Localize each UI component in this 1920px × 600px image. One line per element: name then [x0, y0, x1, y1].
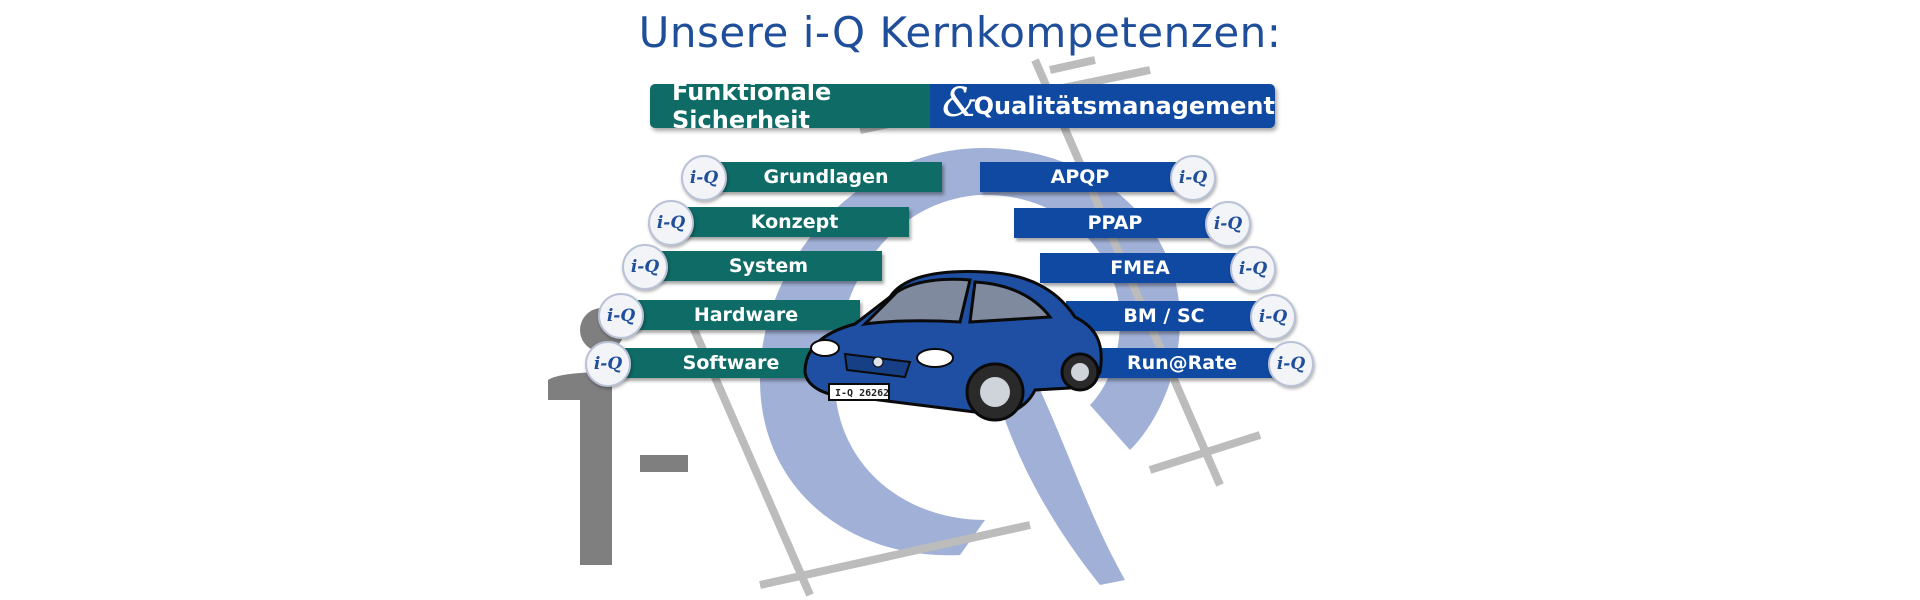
car-windshield — [860, 277, 972, 327]
watermark-q-ring — [760, 147, 1180, 556]
car-hub-front — [980, 377, 1010, 407]
iq-logo-icon: i-Q — [1205, 201, 1251, 247]
banner-functional-safety: Funktionale Sicherheit — [650, 84, 930, 128]
item-fmea[interactable]: FMEA — [1040, 253, 1240, 283]
item-grundlagen[interactable]: Grundlagen — [710, 162, 942, 192]
iq-logo-icon: i-Q — [1250, 294, 1296, 340]
car-illustration — [803, 270, 1103, 422]
logo-mark: i-Q — [1213, 214, 1243, 234]
watermark-i-stem — [580, 380, 612, 565]
item-label: Hardware — [693, 304, 799, 326]
item-run-at-rate[interactable]: Run@Rate — [1084, 348, 1280, 378]
logo-mark: i-Q — [630, 257, 660, 277]
iq-logo-icon: i-Q — [598, 293, 644, 339]
item-label: Grundlagen — [763, 166, 889, 188]
item-ppap[interactable]: PPAP — [1014, 208, 1216, 238]
car-emblem — [872, 356, 884, 368]
item-label: Software — [682, 352, 780, 374]
item-label: PPAP — [1087, 212, 1143, 234]
item-label: Konzept — [750, 211, 839, 233]
banner-ampersand: & — [942, 80, 978, 126]
car-side-window — [968, 280, 1053, 324]
car-hub-rear — [1071, 363, 1089, 381]
license-plate — [828, 383, 890, 401]
car-headlight-right — [916, 348, 954, 368]
iq-logo-icon: i-Q — [585, 341, 631, 387]
logo-mark: i-Q — [1238, 259, 1268, 279]
iq-logo-icon: i-Q — [648, 200, 694, 246]
car-headlight-left — [810, 339, 840, 357]
item-apqp[interactable]: APQP — [980, 162, 1180, 192]
logo-mark: i-Q — [1258, 307, 1288, 327]
logo-mark: i-Q — [689, 168, 719, 188]
iq-logo-icon: i-Q — [1230, 246, 1276, 292]
item-label: FMEA — [1110, 257, 1170, 279]
item-konzept[interactable]: Konzept — [680, 207, 909, 237]
logo-mark: i-Q — [593, 354, 623, 374]
iq-logo-icon: i-Q — [681, 155, 727, 201]
item-system[interactable]: System — [655, 251, 882, 281]
item-label: BM / SC — [1123, 305, 1205, 327]
competence-banner: Funktionale Sicherheit Qualitätsmanageme… — [650, 84, 1275, 128]
license-plate-text: I-Q 26262 — [835, 388, 890, 399]
item-label: Run@Rate — [1126, 352, 1238, 374]
logo-mark: i-Q — [656, 213, 686, 233]
item-label: System — [728, 255, 809, 277]
item-bm-sc[interactable]: BM / SC — [1066, 301, 1262, 331]
logo-mark: i-Q — [1276, 354, 1306, 374]
iq-logo-icon: i-Q — [1268, 341, 1314, 387]
page-title: Unsere i-Q Kernkompetenzen: — [638, 8, 1282, 57]
item-label: APQP — [1050, 166, 1110, 188]
item-hardware[interactable]: Hardware — [632, 300, 860, 330]
logo-mark: i-Q — [1178, 168, 1208, 188]
logo-mark: i-Q — [606, 306, 636, 326]
watermark-hyphen — [640, 455, 688, 472]
iq-logo-icon: i-Q — [1170, 155, 1216, 201]
banner-quality-management: Qualitätsmanagement — [929, 84, 1275, 128]
iq-logo-icon: i-Q — [622, 244, 668, 290]
